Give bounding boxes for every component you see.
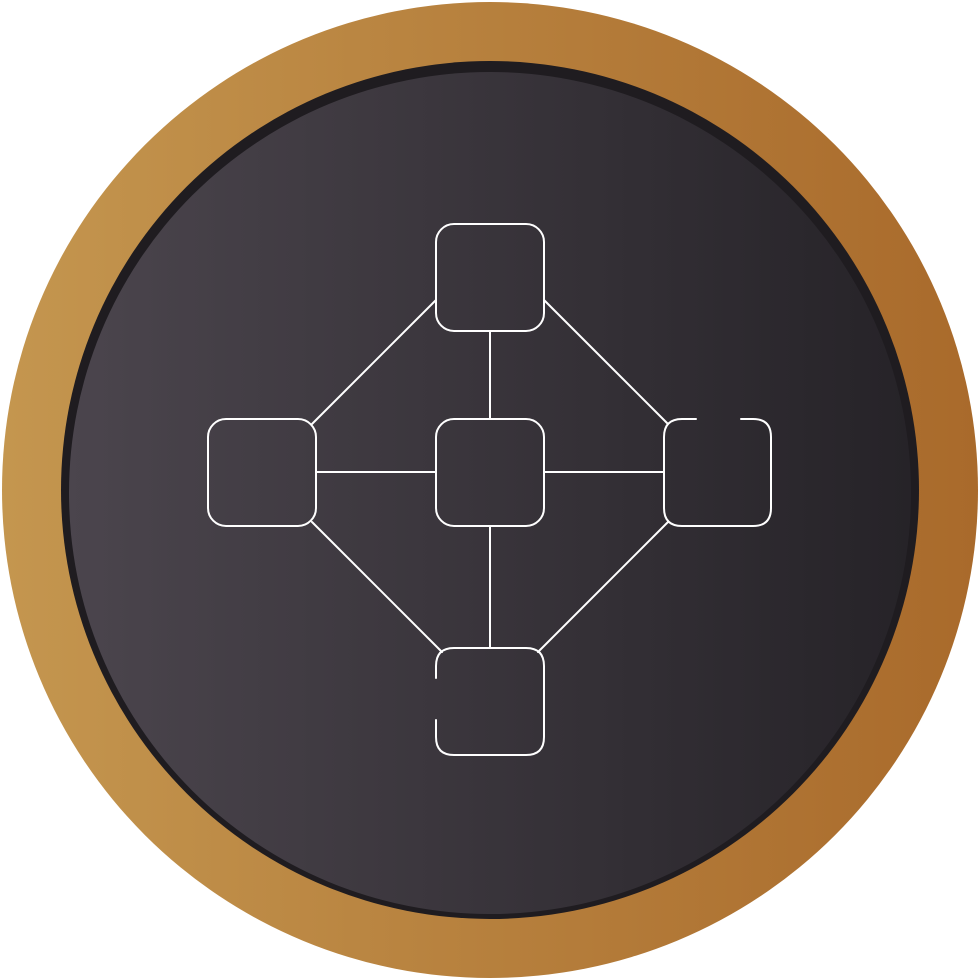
node-center xyxy=(435,418,545,527)
node-right xyxy=(663,418,772,527)
network-diagram xyxy=(207,223,772,756)
connector-top-left xyxy=(311,299,437,425)
node-left xyxy=(207,418,317,527)
node-top xyxy=(435,223,545,332)
inner-disc xyxy=(69,72,911,914)
connector-left-bottom xyxy=(311,521,443,653)
connector-top-right xyxy=(543,299,669,425)
connector-right-bottom xyxy=(537,521,669,653)
node-bottom xyxy=(435,647,545,756)
